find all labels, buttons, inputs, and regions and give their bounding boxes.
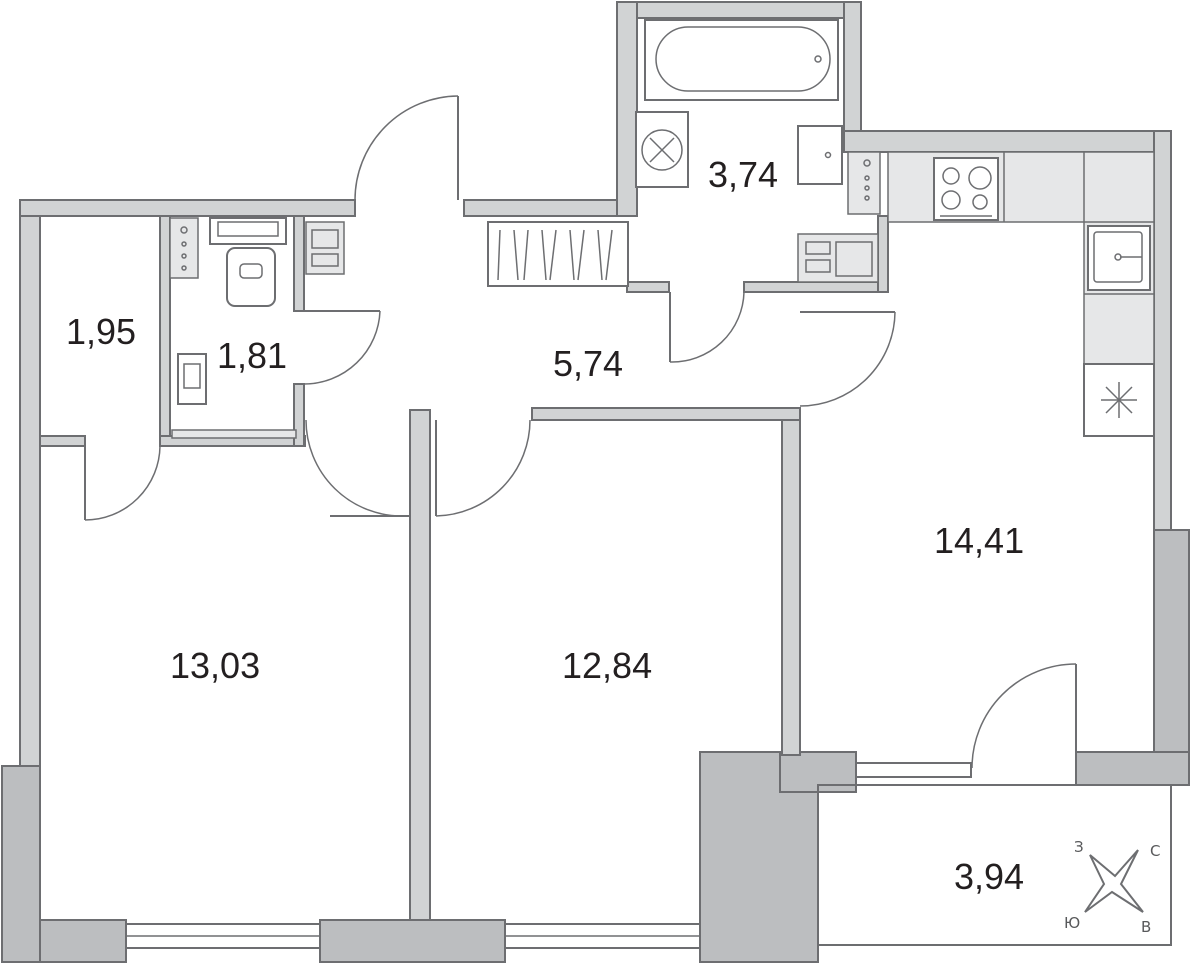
room-area-storage: 1,95: [66, 311, 136, 352]
wc-rail-icon: [169, 217, 199, 279]
room-area-bedroom-left: 13,03: [170, 645, 260, 686]
wall-left: [19, 199, 41, 771]
wall-bath-top: [616, 1, 862, 19]
storage-door-swing: [84, 445, 161, 521]
wc-sink-icon: [177, 353, 207, 405]
room-area-bedroom-right: 12,84: [562, 645, 652, 686]
compass-rose-icon: [1084, 849, 1144, 913]
wall-bedroom-partition: [409, 409, 431, 921]
room-area-hall: 5,74: [553, 343, 623, 384]
wall-bath-left: [616, 1, 638, 217]
compass: С З Ю В: [1064, 838, 1160, 936]
room-area-kitchen: 14,41: [934, 520, 1024, 561]
room-area-balcony: 3,94: [954, 856, 1024, 897]
compass-south: Ю: [1064, 914, 1080, 932]
balcony-door-swing: [971, 663, 1077, 769]
wall-kitchen-top: [843, 130, 1172, 153]
bath-cabinet-icon: [797, 233, 879, 283]
wall-wc-right-lower: [293, 383, 305, 447]
room-area-wc: 1,81: [217, 335, 287, 376]
wardrobe-icon: [487, 221, 629, 287]
wc-door-swing: [303, 310, 381, 385]
bathtub-basin: [655, 26, 831, 92]
wall-wc-left: [159, 215, 171, 447]
window-kitchen-balcony: [855, 762, 972, 778]
entry-door-swing: [354, 95, 459, 201]
compass-west: З: [1074, 838, 1084, 856]
kitchen-sink-icon: [1087, 225, 1151, 291]
wall-kitchen-right: [1153, 130, 1172, 532]
wall-bottom-1: [39, 919, 127, 963]
wall-left-pillar: [1, 765, 41, 963]
wall-kitchen-partition: [781, 409, 801, 756]
wall-bath-bottom-a: [626, 281, 670, 293]
doors: [84, 95, 1077, 769]
bath-sink-icon: [797, 125, 843, 185]
wall-bath-right-lower: [877, 215, 889, 293]
wall-storage-bottom: [39, 435, 86, 447]
bedroom-right-door-swing: [435, 419, 531, 517]
kitchen-door-swing: [799, 311, 896, 407]
windows: [125, 762, 972, 949]
wall-top-hall: [463, 199, 635, 217]
toilet-icon: [226, 247, 276, 307]
bedroom-left-door-swing: [305, 419, 405, 517]
bath-door-swing: [669, 291, 745, 363]
wall-kitchen-pillar: [1153, 529, 1190, 786]
compass-north: С: [1150, 842, 1160, 860]
room-labels: 1,95 1,81 5,74 3,74 14,41 13,03 12,84 3,…: [66, 154, 1024, 897]
stove-icon: [933, 157, 999, 221]
wall-top-left: [19, 199, 356, 217]
wall-balcony-corner: [1075, 751, 1190, 786]
wall-bedroom-top: [531, 407, 801, 421]
compass-east: В: [1141, 918, 1151, 936]
wall-bath-right: [843, 1, 862, 153]
wall-wc-right-upper: [293, 215, 305, 312]
bathtub-icon: [644, 19, 839, 101]
wall-bath-bottom-b: [743, 281, 889, 293]
wardrobe-hangers: [497, 229, 613, 281]
room-area-bathroom: 3,74: [708, 154, 778, 195]
wc-shelf-icon: [171, 429, 297, 439]
wall-bottom-2: [319, 919, 506, 963]
fixtures: [169, 19, 1155, 439]
